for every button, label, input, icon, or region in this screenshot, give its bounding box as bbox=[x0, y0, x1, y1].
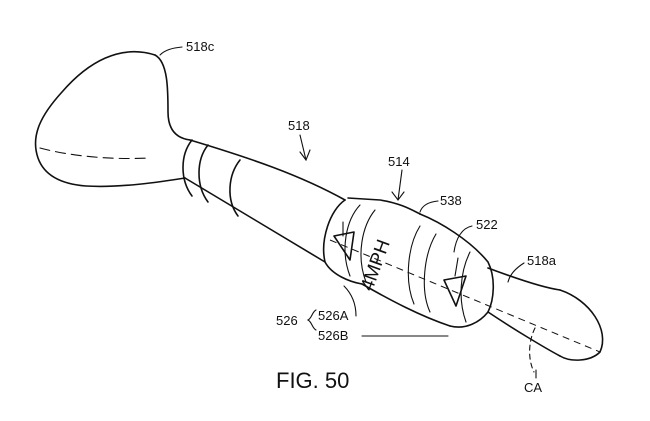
label-axis: CA bbox=[524, 380, 542, 395]
label-marking-band: 538 bbox=[440, 193, 462, 208]
figure-caption: FIG. 50 bbox=[276, 368, 349, 393]
label-group: 526 bbox=[276, 313, 298, 328]
label-collar: 522 bbox=[476, 217, 498, 232]
leader-lines bbox=[159, 46, 537, 379]
label-grip-end: 518c bbox=[186, 39, 215, 54]
label-shaft: 518 bbox=[288, 118, 310, 133]
label-shaft-tip: 518a bbox=[527, 253, 557, 268]
neck-rings bbox=[182, 139, 241, 217]
sleeve-assembly: 4MPH bbox=[322, 197, 495, 328]
label-sleeve-assembly: 514 bbox=[388, 154, 410, 169]
label-part-a: 526A bbox=[318, 308, 349, 323]
shaft-body bbox=[184, 139, 346, 263]
band-marking: 4MPH bbox=[357, 237, 395, 294]
shaft-tip bbox=[329, 239, 604, 373]
grip-handle bbox=[34, 50, 191, 188]
label-part-b: 526B bbox=[318, 328, 348, 343]
